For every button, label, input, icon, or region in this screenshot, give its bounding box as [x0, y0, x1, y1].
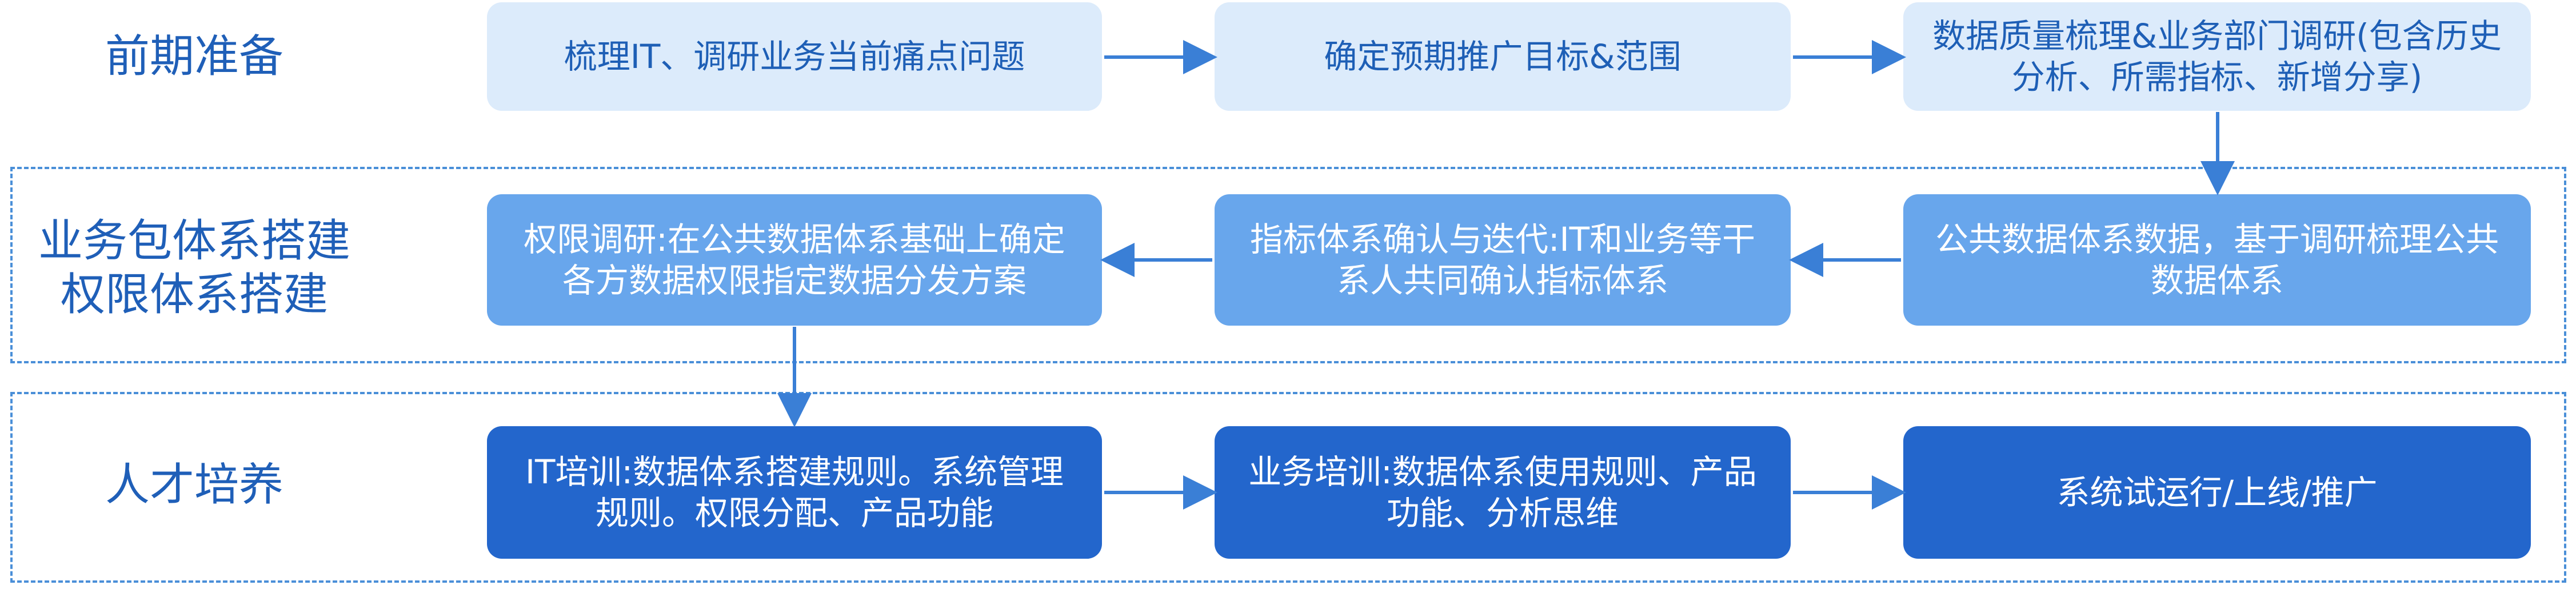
step-metric-iteration-text: 指标体系确认与迭代:IT和业务等干系人共同确认指标体系: [1249, 219, 1756, 300]
step-data-quality-survey: 数据质量梳理&业务部门调研(包含历史分析、所需指标、新增分享): [1903, 2, 2531, 111]
step-define-goals-text: 确定预期推广目标&范围: [1324, 37, 1682, 76]
step-pain-point-survey-text: 梳理IT、调研业务当前痛点问题: [564, 37, 1025, 76]
step-permission-survey: 权限调研:在公共数据体系基础上确定各方数据权限指定数据分发方案: [487, 194, 1102, 326]
stage-label-talent: 人才培养: [34, 451, 354, 520]
step-public-data-system: 公共数据体系数据，基于调研梳理公共数据体系: [1903, 194, 2531, 326]
step-permission-survey-text: 权限调研:在公共数据体系基础上确定各方数据权限指定数据分发方案: [524, 219, 1065, 300]
stage-label-prep-line1: 前期准备: [105, 31, 283, 83]
step-business-training-text: 业务培训:数据体系使用规则、产品功能、分析思维: [1248, 452, 1757, 533]
step-metric-iteration: 指标体系确认与迭代:IT和业务等干系人共同确认指标体系: [1215, 194, 1791, 326]
stage-label-system-line2: 权限体系搭建: [60, 269, 328, 320]
step-it-training-text: IT培训:数据体系搭建规则。系统管理规则。权限分配、产品功能: [525, 452, 1064, 533]
band-talent: [10, 392, 2566, 583]
step-launch: 系统试运行/上线/推广: [1903, 426, 2531, 559]
step-public-data-system-text: 公共数据体系数据，基于调研梳理公共数据体系: [1935, 219, 2499, 300]
step-data-quality-survey-text: 数据质量梳理&业务部门调研(包含历史分析、所需指标、新增分享): [1932, 16, 2502, 97]
stage-label-system-line1: 业务包体系搭建: [38, 215, 350, 267]
step-launch-text: 系统试运行/上线/推广: [2056, 472, 2378, 512]
band-system: [10, 167, 2566, 363]
step-pain-point-survey: 梳理IT、调研业务当前痛点问题: [487, 2, 1102, 111]
step-business-training: 业务培训:数据体系使用规则、产品功能、分析思维: [1215, 426, 1791, 559]
stage-label-prep: 前期准备: [34, 23, 354, 91]
step-it-training: IT培训:数据体系搭建规则。系统管理规则。权限分配、产品功能: [487, 426, 1102, 559]
stage-label-talent-line1: 人才培养: [105, 459, 283, 511]
stage-label-system: 业务包体系搭建 权限体系搭建: [17, 211, 372, 326]
step-define-goals: 确定预期推广目标&范围: [1215, 2, 1791, 111]
